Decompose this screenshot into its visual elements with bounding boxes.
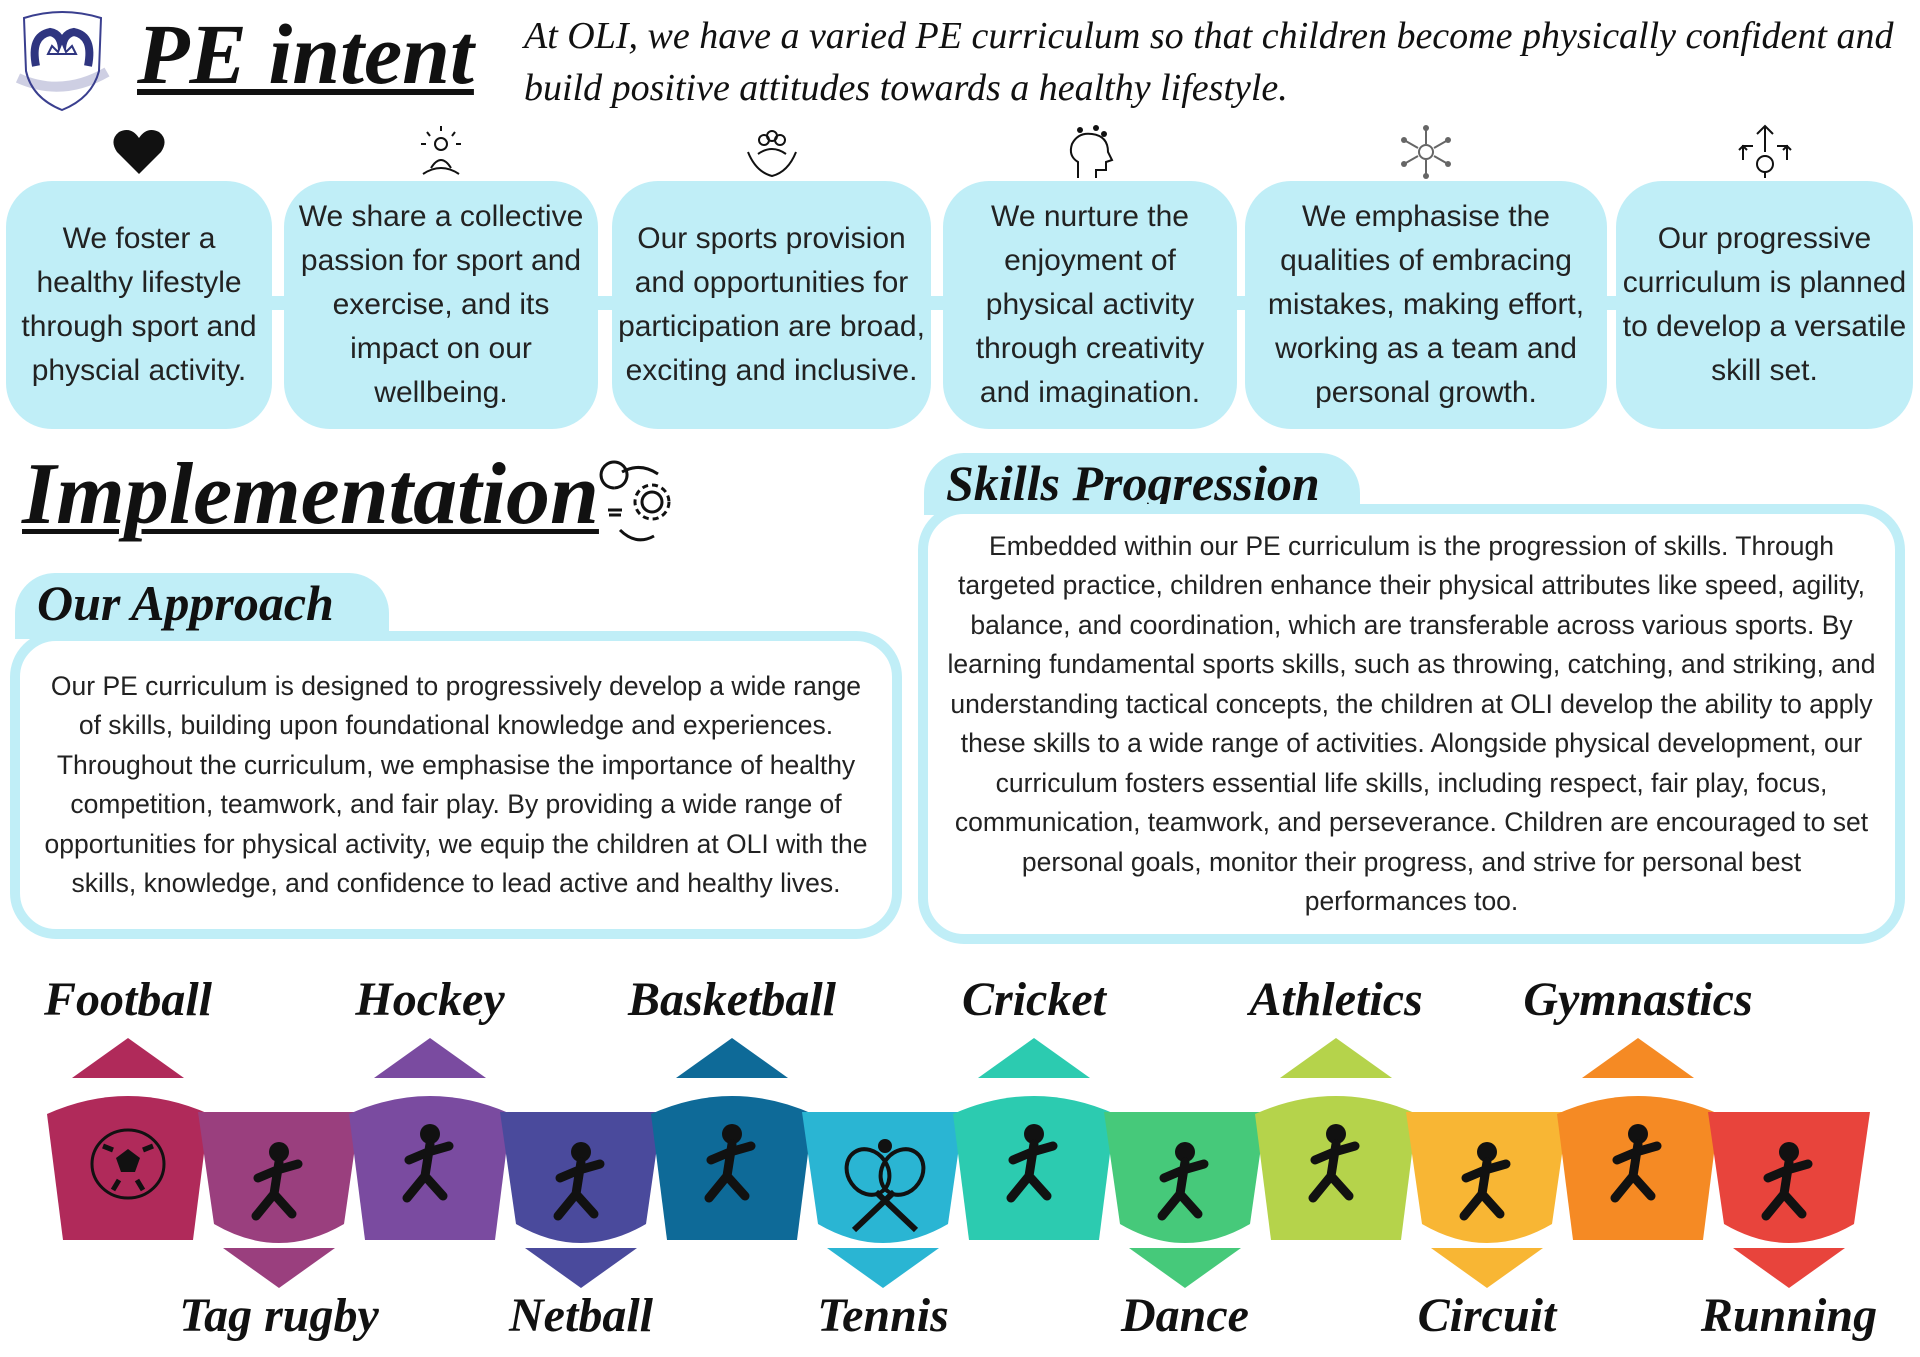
up-arrow-icon [676, 1038, 788, 1078]
down-arrow-icon [827, 1248, 939, 1288]
intent-card: We emphasise the qualities of embracing … [1245, 181, 1607, 429]
meditation-icon [411, 122, 471, 182]
sport-label: Netball [509, 1289, 653, 1342]
intent-card: Our sports provision and opportunities f… [612, 181, 931, 429]
hockey-player-icon [402, 1124, 454, 1203]
sport-tile-hockey [345, 1084, 515, 1244]
intent-card-text: Our sports provision and opportunities f… [618, 222, 925, 387]
creative-mind-icon [1060, 122, 1120, 182]
page-title: PE intent [137, 6, 474, 102]
school-crest-logo [12, 6, 113, 113]
sport-label: Tennis [817, 1289, 949, 1342]
sport-tile-netball [496, 1112, 666, 1272]
football-icon [90, 1128, 166, 1200]
our-approach-text: Our PE curriculum is designed to progres… [44, 670, 868, 899]
idea-gear-cycle-icon [592, 458, 682, 548]
netball-player-icon [553, 1142, 605, 1221]
sit-up-icon [1459, 1142, 1511, 1221]
runners-icon [1761, 1142, 1813, 1221]
sport-tile-athletics [1251, 1084, 1421, 1244]
sport-label: Cricket [962, 973, 1106, 1026]
sport-label: Basketball [627, 973, 837, 1026]
sport-tile-football [43, 1084, 213, 1244]
sport-tile-basketball [647, 1084, 817, 1244]
down-arrow-icon [223, 1248, 335, 1288]
up-arrow-icon [72, 1038, 184, 1078]
sport-label: Football [43, 973, 213, 1026]
our-approach-panel: Our PE curriculum is designed to progres… [10, 631, 902, 939]
intent-card: We nurture the enjoyment of physical act… [943, 181, 1237, 429]
sport-label: Athletics [1249, 973, 1423, 1026]
javelin-thrower-icon [1308, 1124, 1360, 1203]
up-arrow-icon [978, 1038, 1090, 1078]
implementation-heading: Implementation [22, 446, 599, 543]
intent-card-text: We nurture the enjoyment of physical act… [975, 200, 1205, 409]
up-arrow-icon [1582, 1038, 1694, 1078]
sport-label: Gymnastics [1523, 973, 1753, 1026]
our-approach-tab: Our Approach [15, 573, 389, 639]
gymnast-icon [1610, 1124, 1662, 1203]
dancers-icon [1157, 1142, 1209, 1221]
cricket-player-icon [1006, 1124, 1058, 1203]
growth-arrows-icon [1735, 122, 1795, 182]
skills-progression-text: Embedded within our PE curriculum is the… [947, 530, 1876, 917]
sport-label: Tag rugby [179, 1289, 379, 1342]
intent-tagline: At OLI, we have a varied PE curriculum s… [524, 15, 1894, 109]
tennis-rackets-icon [844, 1139, 926, 1233]
sport-tile-circuit [1402, 1112, 1572, 1272]
sport-label: Circuit [1417, 1289, 1557, 1342]
sport-tile-cricket [949, 1084, 1119, 1244]
sport-tile-dance [1100, 1112, 1270, 1272]
up-arrow-icon [374, 1038, 486, 1078]
teamwork-network-icon [1396, 122, 1456, 182]
intent-card: Our progressive curriculum is planned to… [1616, 181, 1913, 429]
sport-tile-tennis [798, 1112, 968, 1272]
skills-progression-panel: Embedded within our PE curriculum is the… [918, 504, 1905, 944]
intent-card: We foster a healthy lifestyle through sp… [6, 181, 272, 429]
sport-label: Dance [1121, 1289, 1249, 1342]
up-arrow-icon [1280, 1038, 1392, 1078]
intent-card-text: We emphasise the qualities of embracing … [1267, 200, 1585, 409]
sport-label: Running [1700, 1289, 1878, 1342]
basketball-player-icon [704, 1124, 756, 1203]
down-arrow-icon [1733, 1248, 1845, 1288]
intent-card-text: We foster a healthy lifestyle through sp… [21, 222, 257, 387]
sport-tile-running [1704, 1112, 1874, 1272]
tag-rugby-player-icon [251, 1142, 303, 1221]
sport-tile-gymnastics [1553, 1084, 1723, 1244]
down-arrow-icon [1129, 1248, 1241, 1288]
sport-label: Hockey [355, 973, 505, 1026]
sport-tile-tag-rugby [194, 1112, 364, 1272]
down-arrow-icon [525, 1248, 637, 1288]
down-arrow-icon [1431, 1248, 1543, 1288]
community-hands-icon [742, 122, 802, 182]
intent-card-text: Our progressive curriculum is planned to… [1622, 222, 1907, 387]
heart-icon [109, 122, 169, 182]
intent-card-text: We share a collective passion for sport … [298, 200, 584, 409]
intent-card: We share a collective passion for sport … [284, 181, 598, 429]
